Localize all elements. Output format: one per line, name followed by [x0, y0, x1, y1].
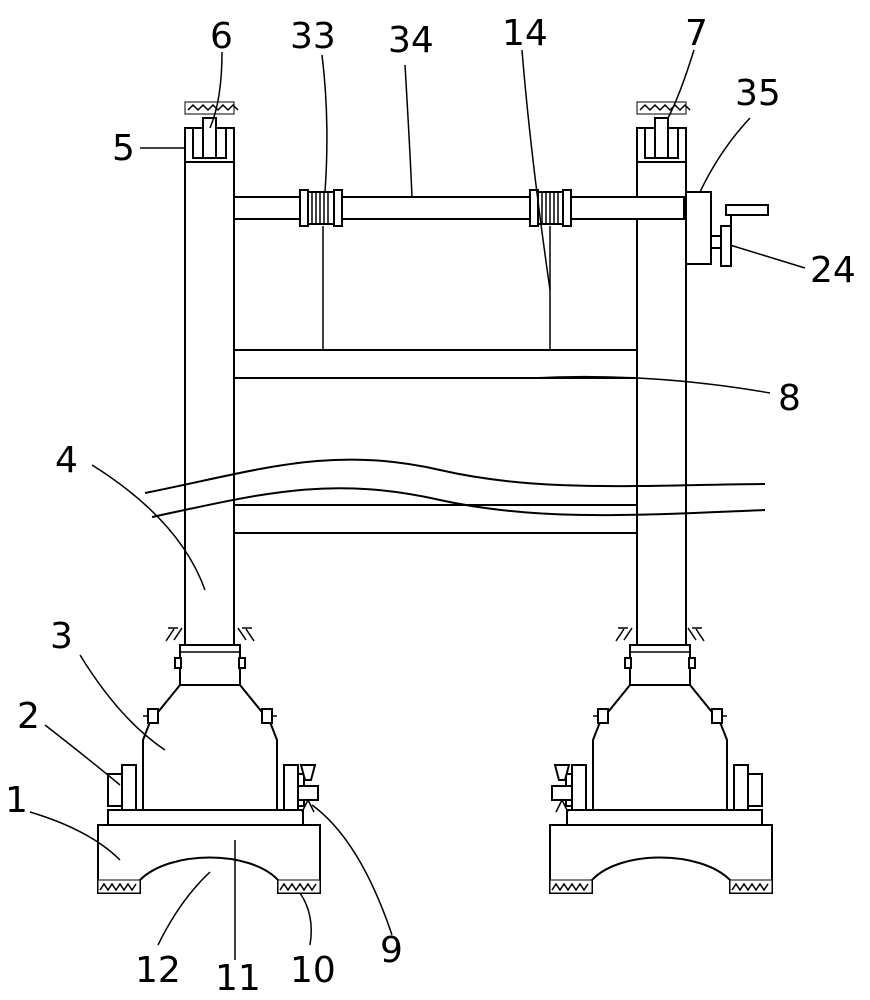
callout-35: 35: [735, 73, 781, 114]
callout-11: 11: [215, 958, 261, 999]
right-winding-drum: [529, 189, 572, 227]
callout-14: 14: [502, 13, 548, 54]
crank-handle: [685, 191, 769, 267]
callout-8: 8: [778, 378, 801, 419]
lifting-beam: [233, 349, 638, 379]
callout-2: 2: [17, 696, 40, 737]
callout-3: 3: [50, 616, 73, 657]
callout-7: 7: [685, 13, 708, 54]
callout-24: 24: [810, 250, 856, 291]
callout-4: 4: [55, 440, 78, 481]
callout-34: 34: [388, 20, 434, 61]
callout-1: 1: [5, 780, 28, 821]
right-top-bracket: [636, 101, 691, 163]
left-foot-assembly: [97, 627, 321, 894]
left-winding-drum: [299, 189, 343, 227]
left-column: [184, 144, 235, 646]
lower-beam: [233, 504, 638, 534]
flexible-pipe: [144, 458, 766, 518]
callout-9: 9: [380, 930, 403, 971]
right-column: [636, 144, 687, 646]
right-foot-assembly: [549, 627, 773, 894]
callout-12: 12: [135, 950, 181, 991]
callout-33: 33: [290, 16, 336, 57]
left-top-bracket: [184, 101, 239, 163]
leader-lines: [29, 49, 806, 960]
callout-6: 6: [210, 16, 233, 57]
callout-5: 5: [112, 128, 135, 169]
callout-10: 10: [290, 950, 336, 991]
